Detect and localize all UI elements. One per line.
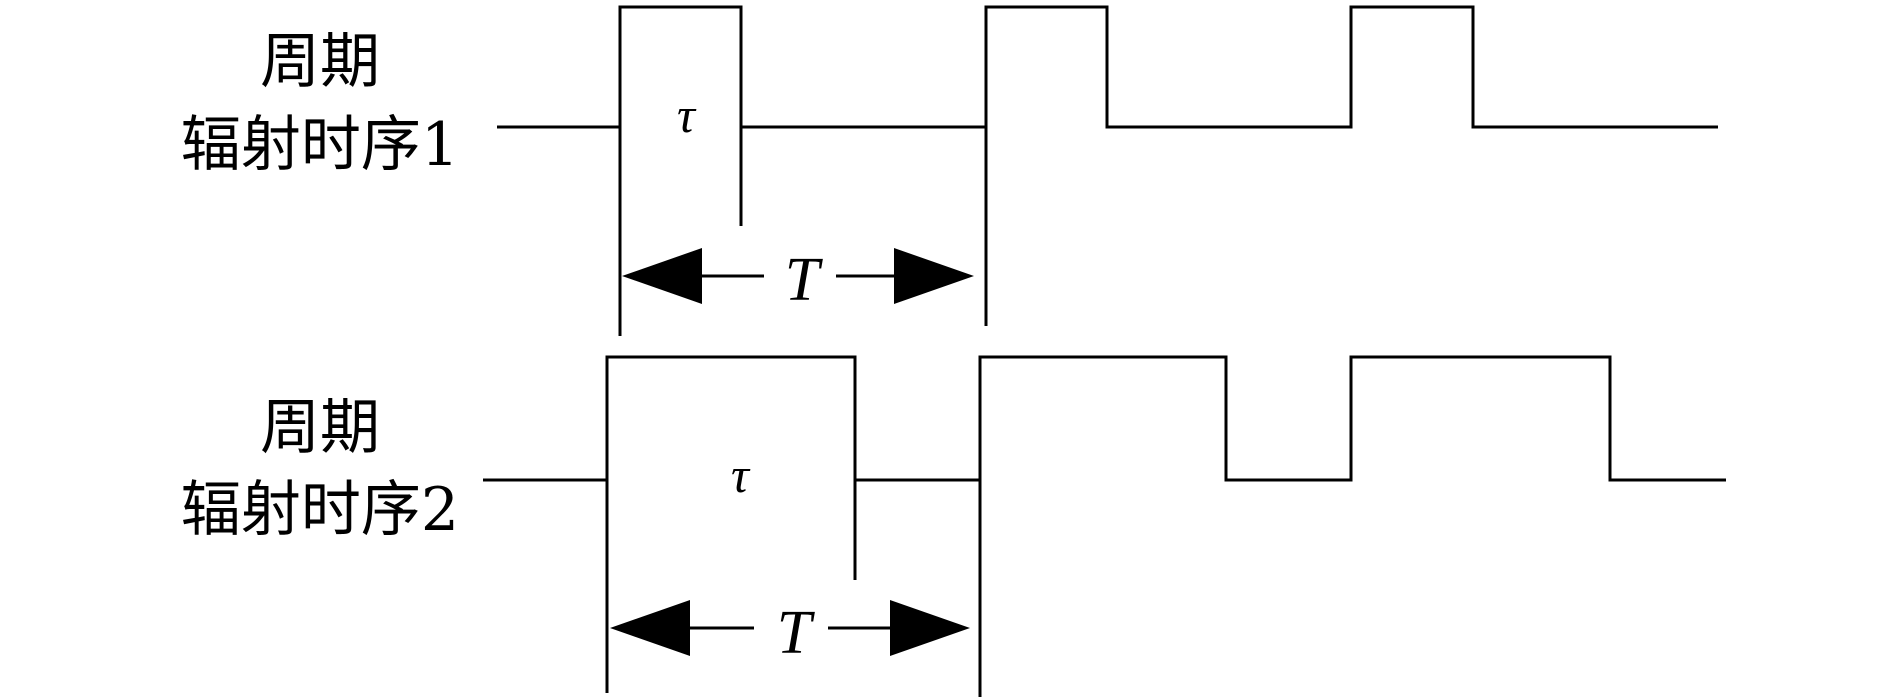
timing-row-1: 周期 辐射时序1 τ T: [181, 5, 1718, 336]
row-1-waveform: [497, 5, 1718, 129]
row-1-period-indicator: T: [622, 246, 974, 314]
row-2-right-arrowhead: [890, 600, 970, 656]
row-1-pulse-width-label: τ: [677, 87, 697, 143]
row-2-waveform: [483, 355, 1726, 482]
row-1-period-label: T: [785, 246, 824, 314]
row-1-right-arrowhead: [894, 248, 974, 304]
row-1-title-line2: 辐射时序1: [181, 110, 459, 180]
row-2-left-arrowhead: [610, 600, 690, 656]
row-1-left-arrowhead: [622, 248, 702, 304]
row-2-period-indicator: T: [610, 599, 970, 667]
row-1-title-line1: 周期: [260, 27, 380, 97]
row-2-title-line1: 周期: [260, 393, 380, 463]
row-2-period-label: T: [777, 599, 816, 667]
timing-row-2: 周期 辐射时序2 τ T: [181, 355, 1726, 697]
row-2-pulse-width-label: τ: [731, 447, 751, 503]
row-2-title-line2: 辐射时序2: [181, 475, 459, 545]
